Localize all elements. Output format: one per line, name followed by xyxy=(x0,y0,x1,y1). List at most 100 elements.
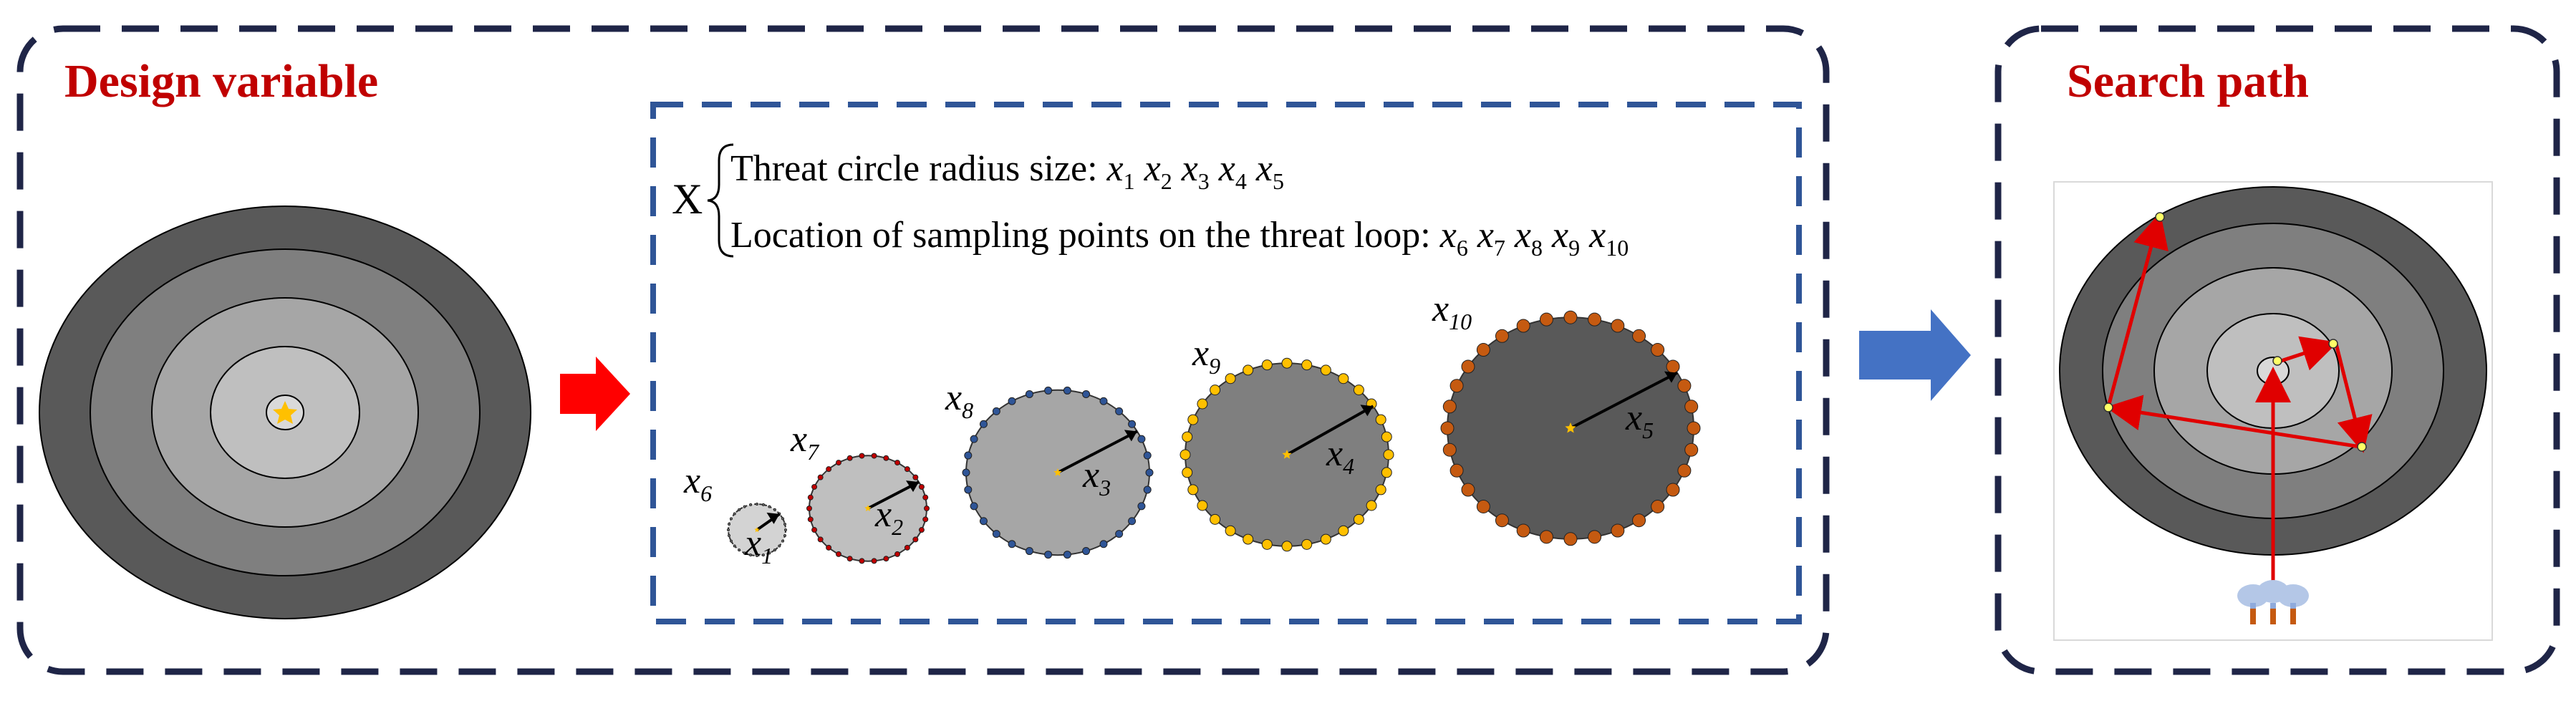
missile-tip xyxy=(2290,603,2296,609)
sampling-point xyxy=(1210,385,1221,396)
search-path-arrows xyxy=(2105,212,2373,581)
sampling-point xyxy=(1611,523,1625,538)
loop-label: x8 xyxy=(945,377,983,423)
loop-label-base: x xyxy=(790,419,807,460)
sampling-point xyxy=(1143,451,1152,460)
sampling-point xyxy=(1684,443,1699,457)
threat-circle-4: x9 x4 xyxy=(1180,333,1394,552)
sampling-point xyxy=(773,548,776,552)
waypoint xyxy=(2328,339,2338,349)
center-star-icon xyxy=(754,527,760,533)
sampling-point xyxy=(871,453,877,459)
sampling-point xyxy=(1632,513,1646,528)
loop-label-base: x xyxy=(683,460,700,501)
path-segment xyxy=(2106,212,2169,407)
sampling-point xyxy=(970,435,978,443)
sampling-point xyxy=(883,455,889,461)
sampling-point xyxy=(1281,541,1293,552)
variable-set-symbol: X xyxy=(672,175,703,223)
radius-label-base: x xyxy=(1326,433,1343,474)
sampling-point xyxy=(964,485,973,494)
threat-circle-3: x8 x3 xyxy=(945,377,1154,559)
loop-label: x9 xyxy=(1192,333,1230,379)
sampling-point xyxy=(883,556,889,562)
sampling-point xyxy=(817,474,824,480)
sampling-point xyxy=(1197,500,1208,511)
sampling-point xyxy=(1651,499,1665,513)
sampling-point xyxy=(1366,500,1377,511)
sampling-point xyxy=(1008,397,1016,405)
sampling-point xyxy=(807,516,814,523)
radius-arrowhead-icon xyxy=(1664,371,1677,383)
waypoint xyxy=(2155,212,2165,222)
sampling-point xyxy=(1375,414,1386,425)
missile-icon xyxy=(2290,607,2296,624)
missile-icon xyxy=(2270,607,2276,624)
center-star-icon xyxy=(1565,422,1576,433)
sampling-point xyxy=(962,468,970,477)
sampling-point xyxy=(1182,431,1193,443)
sampling-point xyxy=(1225,373,1236,385)
search-path-panel xyxy=(1994,25,2560,675)
waypoint xyxy=(2103,402,2113,412)
blue-arrow-icon xyxy=(1859,309,1971,401)
design-variable-title: Design variable xyxy=(64,55,378,107)
radius-label-base: x xyxy=(874,494,892,535)
sampling-point xyxy=(738,548,741,552)
sampling-point xyxy=(727,528,730,531)
sampling-point xyxy=(1476,343,1490,357)
sampling-point xyxy=(859,453,865,459)
sampling-point xyxy=(1025,390,1033,398)
sampling-point xyxy=(1197,398,1208,410)
sampling-point xyxy=(836,551,841,557)
sampling-definition-label: Location of sampling points on the threa… xyxy=(730,215,1431,256)
variable-x6-subscript: 6 xyxy=(1457,235,1468,261)
sampling-point xyxy=(1677,463,1692,478)
sampling-point xyxy=(1461,359,1475,374)
sampling-point xyxy=(1516,319,1530,333)
variable-x10-subscript: 10 xyxy=(1606,235,1629,261)
sampling-point xyxy=(1651,343,1665,357)
sampling-point xyxy=(806,506,812,511)
sampling-point xyxy=(778,544,781,548)
sampling-definition-row: Location of sampling points on the threa… xyxy=(730,215,1638,261)
loop-label: x6 xyxy=(683,460,721,506)
sampling-point xyxy=(811,483,818,490)
loop-label-subscript: 6 xyxy=(700,480,712,506)
sampling-point xyxy=(1440,421,1455,435)
sampling-point xyxy=(1143,485,1152,494)
loop-label-base: x xyxy=(945,377,962,418)
radius-label: x2 xyxy=(874,494,912,540)
sampling-point xyxy=(1375,484,1386,495)
threat-zone-rings xyxy=(39,206,531,619)
sampling-point xyxy=(1243,533,1254,545)
sampling-point xyxy=(846,556,853,562)
sampling-point xyxy=(1115,407,1124,415)
path-segment xyxy=(2105,395,2361,449)
sampling-point xyxy=(1182,467,1193,478)
variable-x6-base: x xyxy=(1439,215,1457,256)
sampling-point xyxy=(1082,390,1091,398)
radius-label: x1 xyxy=(744,523,782,569)
sampling-point xyxy=(992,530,1000,538)
sampling-point xyxy=(1632,329,1646,343)
sampling-point xyxy=(768,505,771,508)
radius-label-subscript: 3 xyxy=(1099,475,1111,501)
loop-label-subscript: 9 xyxy=(1209,353,1220,379)
variable-x2-base: x xyxy=(1144,148,1161,189)
sampling-point xyxy=(1476,499,1490,513)
variable-x7-subscript: 7 xyxy=(1494,235,1505,261)
sampling-point xyxy=(846,455,853,461)
sampling-point xyxy=(894,460,900,466)
search-path-map xyxy=(2053,181,2493,641)
radius-line xyxy=(1057,430,1138,474)
sampling-point xyxy=(871,558,877,564)
radius-label-base: x xyxy=(1082,455,1099,495)
radius-label-subscript: 1 xyxy=(761,543,773,569)
sampling-point xyxy=(1128,517,1137,526)
threat-circle-2: x7 x2 xyxy=(790,419,930,564)
sampling-point xyxy=(728,534,731,538)
sampling-point xyxy=(1611,319,1625,333)
sampling-point xyxy=(1563,310,1578,324)
target-star-icon xyxy=(273,401,297,424)
